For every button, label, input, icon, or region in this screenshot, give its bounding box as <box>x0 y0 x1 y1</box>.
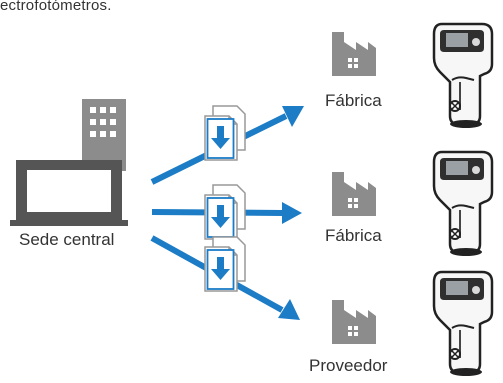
factory-icon <box>332 172 376 216</box>
destination-label-2: Fábrica <box>325 226 382 245</box>
laptop-icon <box>10 160 128 226</box>
factory-icon <box>332 32 376 76</box>
factory-icon <box>332 300 376 344</box>
file-download-icon <box>204 105 246 161</box>
spectrophotometer-icon <box>432 270 494 376</box>
spectrophotometer-icon <box>432 22 494 128</box>
spectrophotometer-icon <box>432 150 494 256</box>
caption-text: ectrofotómetros. <box>0 0 112 14</box>
destination-label-3: Proveedor <box>309 356 388 375</box>
file-download-icon <box>204 184 246 240</box>
hq-label: Sede central <box>19 230 115 249</box>
destination-label-1: Fábrica <box>325 91 382 110</box>
